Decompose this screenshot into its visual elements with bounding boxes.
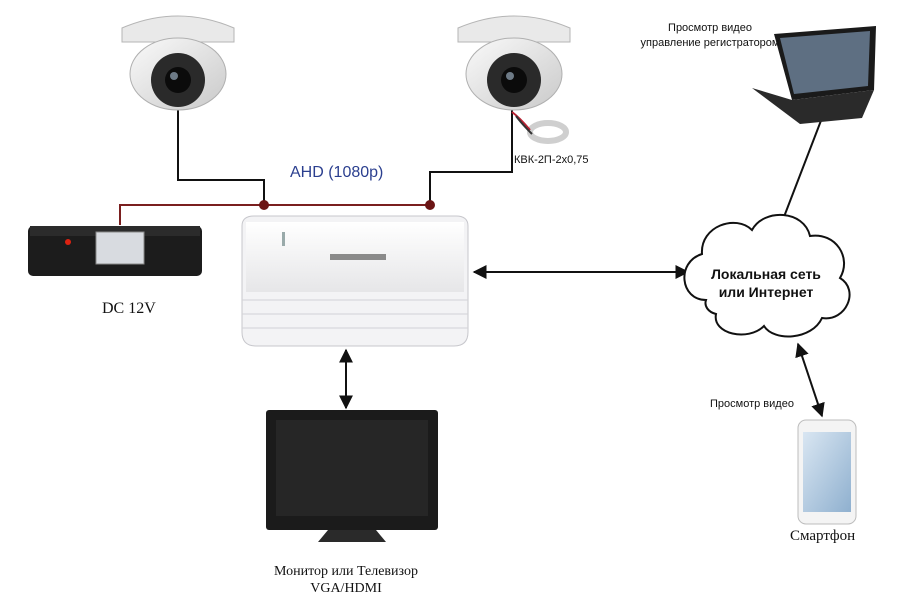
phone-label: Смартфон (790, 528, 856, 544)
dome-camera-icon (121, 15, 235, 111)
cable-label: КВК-2П-2х0,75 (514, 154, 589, 166)
cloud-label-line1: Локальная сеть (711, 266, 821, 282)
junction-dot (425, 200, 435, 210)
power-wire (119, 204, 430, 225)
power-label: DC 12V (102, 300, 156, 317)
cloud-phone-arrow (795, 342, 825, 418)
cloud-label-line2: или Интернет (718, 284, 814, 300)
dome-camera-icon (457, 15, 571, 111)
cloud-icon (683, 214, 851, 338)
junction-dot (259, 200, 269, 210)
monitor-label-line2: VGA/HDMI (310, 581, 382, 596)
laptop-icon (752, 26, 876, 124)
dvr-icon (241, 215, 469, 347)
smartphone-icon (797, 419, 857, 525)
cloud-laptop-line (781, 117, 823, 223)
camera1-wire (177, 110, 265, 205)
monitor-icon (266, 410, 438, 542)
laptop-caption-line2: управление регистратором (640, 37, 780, 49)
camera-wires (177, 110, 513, 205)
ahd-label: AHD (1080p) (290, 164, 384, 181)
phone-caption: Просмотр видео (710, 398, 794, 410)
power-supply-icon (28, 226, 202, 276)
laptop-caption-line1: Просмотр видео (668, 22, 752, 34)
camera2-wire (429, 110, 513, 205)
cable-coil-icon (511, 111, 569, 144)
monitor-label-line1: Монитор или Телевизор (274, 564, 418, 579)
